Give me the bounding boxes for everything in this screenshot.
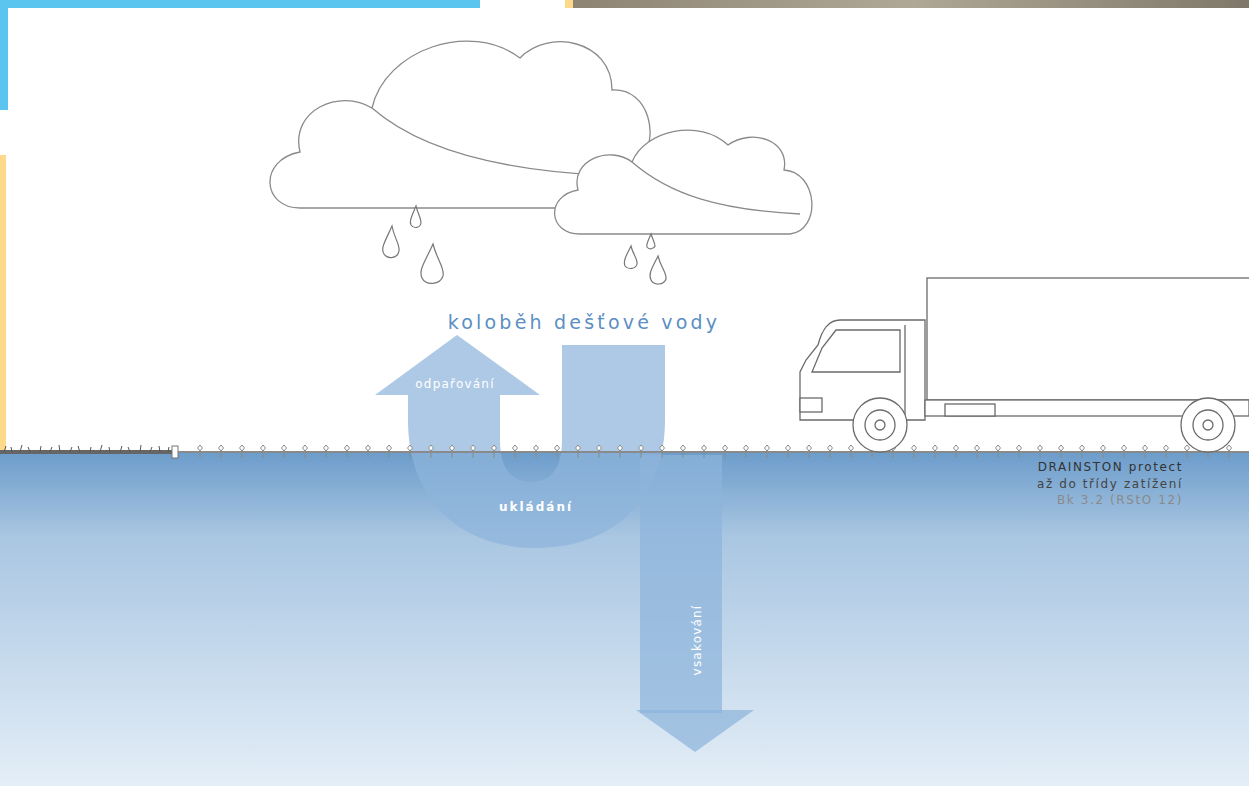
paving-joints xyxy=(198,445,1232,458)
paving-spacer xyxy=(219,445,224,451)
truck-door xyxy=(904,325,905,418)
paving-spacer xyxy=(1059,445,1064,451)
paving-spacer xyxy=(849,445,854,451)
paving-spacer xyxy=(1122,445,1127,451)
truck-wheel xyxy=(1181,398,1235,452)
edge-strip xyxy=(565,0,573,8)
paving-spacer xyxy=(1143,445,1148,451)
rain-drop xyxy=(383,226,399,258)
paving-spacer xyxy=(555,445,560,451)
paving-spacer xyxy=(1185,445,1190,451)
paving-spacer xyxy=(786,445,791,451)
paving-spacer xyxy=(765,445,770,451)
load-class-note: až do třídy zatížení xyxy=(1037,477,1183,491)
truck-wheel xyxy=(853,398,907,452)
load-class-value: Bk 3.2 (RStO 12) xyxy=(1057,493,1183,507)
paving-spacer xyxy=(975,445,980,451)
arrow-label: odpařování xyxy=(415,377,494,391)
truck-bumper xyxy=(800,398,822,412)
rain-drops xyxy=(383,206,666,284)
evaporation-arrow-head xyxy=(375,335,540,395)
paving-spacer xyxy=(366,445,371,451)
paving-spacer xyxy=(933,445,938,451)
curb xyxy=(172,446,178,458)
paving-spacer xyxy=(1227,445,1232,451)
truck-tank xyxy=(945,404,995,416)
paving-spacer xyxy=(744,445,749,451)
truck-hub xyxy=(1193,410,1223,440)
rain-drop xyxy=(647,234,655,249)
truck-hub-center xyxy=(1203,420,1213,430)
paving-spacer xyxy=(408,445,413,451)
truck-box xyxy=(927,278,1249,400)
paving-spacer xyxy=(1038,445,1043,451)
paving-spacer xyxy=(345,445,350,451)
paving-spacer xyxy=(828,445,833,451)
grass-blades xyxy=(4,445,169,452)
cloud xyxy=(555,130,812,234)
edge-strip xyxy=(0,0,8,110)
paving-spacer xyxy=(513,445,518,451)
paving-spacer xyxy=(261,445,266,451)
rain-drop xyxy=(421,244,443,283)
product-name: DRAINSTON protect xyxy=(1038,460,1183,474)
paving-spacer xyxy=(450,445,455,451)
cloud-line xyxy=(632,162,800,214)
paving-spacer xyxy=(1080,445,1085,451)
paving-spacer xyxy=(702,445,707,451)
paving-spacer xyxy=(429,445,434,451)
paving-spacer xyxy=(681,445,686,451)
photo-strip xyxy=(573,0,1249,8)
paving-spacer xyxy=(1164,445,1169,451)
paving-spacer xyxy=(996,445,1001,451)
grass xyxy=(0,445,172,452)
cycle-title: koloběh dešťové vody xyxy=(448,311,721,334)
paving-spacer xyxy=(660,445,665,451)
paving-spacer xyxy=(597,445,602,451)
paving-spacer xyxy=(954,445,959,451)
paving-spacer xyxy=(1101,445,1106,451)
infiltration-arrow-head xyxy=(636,710,754,752)
paving-line xyxy=(178,451,1249,453)
paving-spacer xyxy=(387,445,392,451)
rain-drop xyxy=(624,246,637,268)
paving-spacer xyxy=(471,445,476,451)
arrow-label: ukládání xyxy=(499,500,573,514)
cloud-outline xyxy=(555,130,812,234)
paving-spacer xyxy=(723,445,728,451)
truck-window xyxy=(812,330,900,372)
rain-drop xyxy=(650,256,666,284)
paving-spacer xyxy=(282,445,287,451)
rain-drop xyxy=(410,206,421,227)
paving-spacer xyxy=(576,445,581,451)
cloud-line xyxy=(372,108,600,175)
infiltration-arrow-shaft xyxy=(640,455,722,713)
grass-strip xyxy=(0,450,172,454)
paving-spacer xyxy=(198,445,203,451)
edge-strip xyxy=(0,0,480,8)
arrow-label: vsakování xyxy=(690,605,704,676)
paving-spacer xyxy=(492,445,497,451)
truck-hub xyxy=(865,410,895,440)
paving-spacer xyxy=(807,445,812,451)
paving-spacer xyxy=(639,445,644,451)
paving-spacer xyxy=(240,445,245,451)
truck-hub-center xyxy=(875,420,885,430)
cycle-arrows xyxy=(375,335,754,752)
paving-spacer xyxy=(303,445,308,451)
paving-spacer xyxy=(618,445,623,451)
truck xyxy=(800,278,1249,452)
paving-spacer xyxy=(324,445,329,451)
paving-spacer xyxy=(534,445,539,451)
paving-spacer xyxy=(1017,445,1022,451)
paving-spacer xyxy=(912,445,917,451)
